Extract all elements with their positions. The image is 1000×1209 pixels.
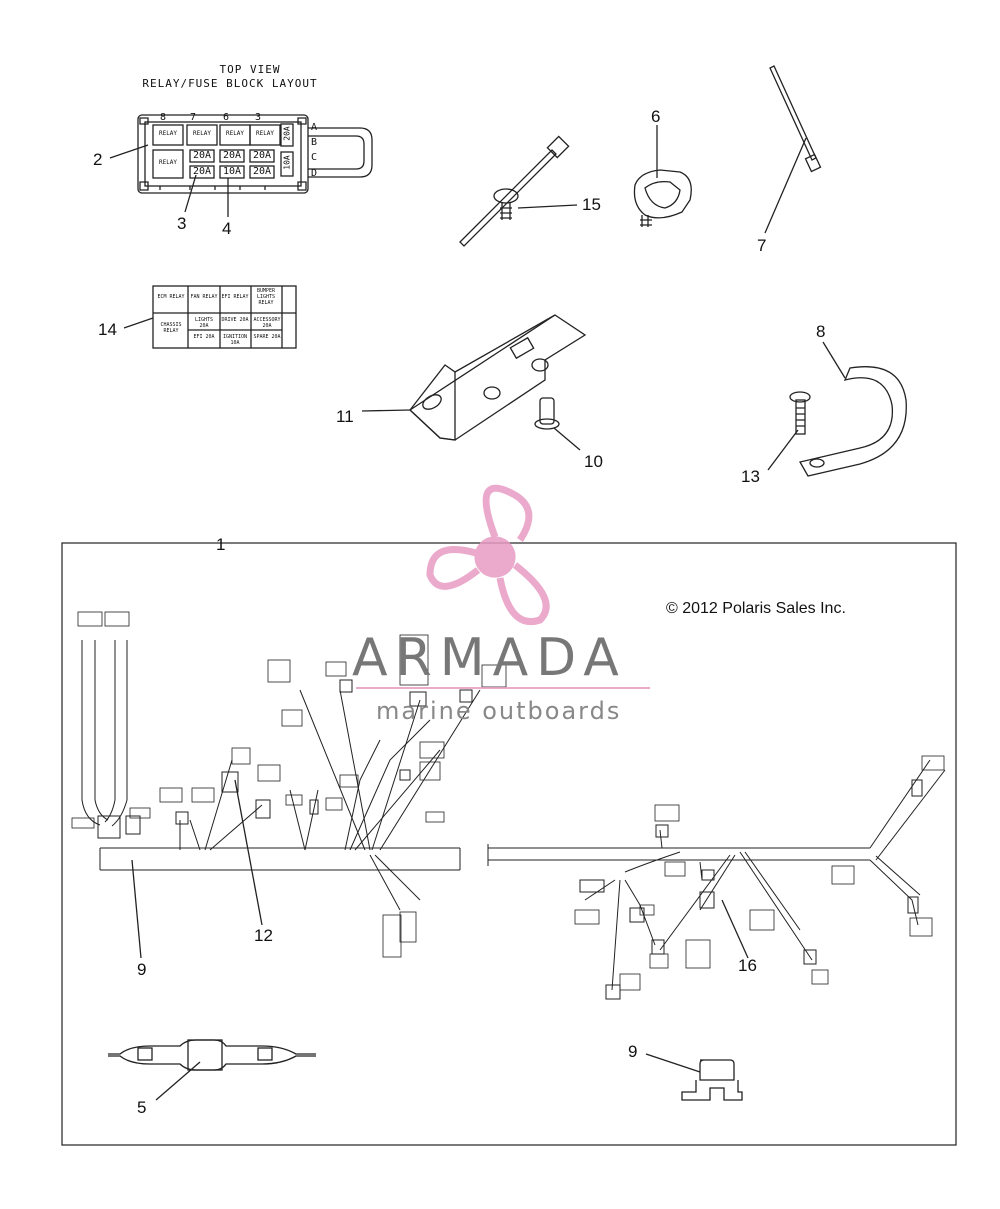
relay-label: RELAY: [225, 130, 245, 137]
main-harness-left: [81, 640, 481, 911]
side-fuse-rating: 10A: [282, 155, 292, 170]
fuse-rating: 20A: [192, 166, 212, 177]
fuse-block-header-line1: TOP VIEW: [219, 63, 281, 76]
fuse-rating: 10A: [222, 166, 242, 177]
p-clamp: [799, 366, 907, 477]
fuse-label-sheet: [152, 285, 297, 349]
label-fan-relay: FAN RELAY: [190, 294, 218, 300]
fuse-row-letter: B: [310, 137, 318, 148]
fuse-block-header-line2: RELAY/FUSE BLOCK LAYOUT: [142, 77, 318, 90]
long-cable-tie: [769, 65, 822, 173]
relay-label: RELAY: [158, 130, 178, 137]
relay-fuse-block: [137, 114, 373, 194]
callout-13: 13: [741, 467, 760, 486]
fuse-row-letter: D: [310, 168, 318, 179]
fuse-slot-number: 6: [222, 112, 230, 123]
wiring-label-tables-left: [71, 611, 507, 958]
callout-2: 2: [93, 150, 103, 169]
relay-label: RELAY: [255, 130, 275, 137]
fuse-rating: 20A: [252, 166, 272, 177]
fuse-rating: 20A: [192, 150, 212, 161]
callout-5: 5: [137, 1098, 147, 1117]
callout-9-cover: 9: [628, 1042, 638, 1061]
fuse-slot-number: 3: [254, 112, 262, 123]
flange-bolt: [789, 391, 811, 435]
label-efi-fuse: EFI 20A: [193, 334, 215, 340]
callout-6: 6: [651, 107, 661, 126]
callout-9-harness: 9: [137, 960, 147, 979]
relay-label: RELAY: [192, 130, 212, 137]
mounting-bracket: [408, 314, 587, 441]
label-drive-fuse: DRIVE 20A: [221, 317, 249, 323]
side-fuse-rating: 20A: [282, 126, 292, 141]
callout-8: 8: [816, 322, 826, 341]
label-ignition-fuse: IGNITION 10A: [222, 334, 248, 346]
callout-16: 16: [738, 956, 757, 975]
armada-watermark-logo: [356, 484, 650, 689]
relay-label: RELAY: [158, 159, 178, 166]
label-bumper-lights-relay: BUMPER LIGHTS RELAY: [256, 288, 276, 306]
push-rivet: [534, 397, 560, 430]
main-harness-right: [487, 759, 946, 1000]
callout-15: 15: [582, 195, 601, 214]
watermark-title: ARMADA: [352, 628, 627, 688]
watermark-subtitle: marine outboards: [376, 697, 622, 725]
fuse-slot-number: 7: [189, 112, 197, 123]
callout-4: 4: [222, 219, 232, 238]
label-spare-fuse: SPARE 20A: [253, 334, 281, 340]
callout-7: 7: [757, 236, 767, 255]
fuse-rating: 20A: [252, 150, 272, 161]
callout-3: 3: [177, 214, 187, 233]
fuse-row-letter: A: [310, 122, 318, 133]
label-lights-fuse: LIGHTS 20A: [194, 317, 214, 329]
fuse-row-letter: C: [310, 152, 318, 163]
callout-10: 10: [584, 452, 603, 471]
label-ecm-relay: ECM RELAY: [157, 294, 185, 300]
callout-14: 14: [98, 320, 117, 339]
fuse-rating: 20A: [222, 150, 242, 161]
label-efi-relay: EFI RELAY: [221, 294, 249, 300]
label-accessory-fuse: ACCESSORY 20A: [253, 317, 281, 329]
label-chassis-relay: CHASSIS RELAY: [160, 322, 182, 334]
fuse-slot-number: 8: [159, 112, 167, 123]
copyright-notice: © 2012 Polaris Sales Inc.: [666, 600, 846, 617]
wiring-label-tables-right: [574, 755, 945, 991]
callout-11: 11: [336, 407, 354, 426]
terminal-cover: [681, 1059, 743, 1101]
cable-tie-clip: [459, 135, 570, 247]
inline-fuse-holder: [108, 1039, 316, 1071]
callout-1: 1: [216, 535, 226, 554]
callout-12: 12: [254, 926, 273, 945]
hose-clip: [633, 169, 692, 227]
